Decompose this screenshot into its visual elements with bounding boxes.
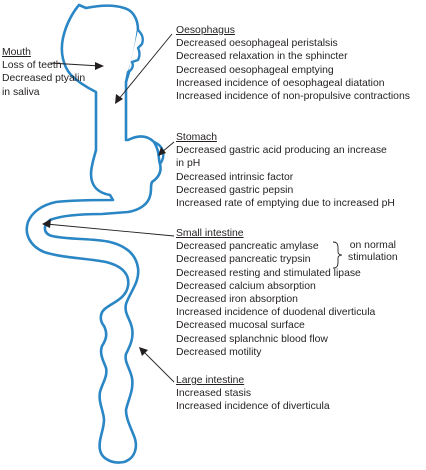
mouth-arrow-line xyxy=(49,62,101,67)
oesophagus-heading: Oesophagus xyxy=(176,25,235,36)
small-intestine-heading: Small intestine xyxy=(176,228,244,239)
small-intestine-arrow-line xyxy=(45,223,175,237)
oesophagus-item: Decreased relaxation in the sphincter xyxy=(176,51,348,63)
mouth-group: Mouth Loss of teeth Decreased ptyalin in… xyxy=(2,46,85,99)
oesophagus-item: Decreased oesophageal emptying xyxy=(176,64,334,76)
large-intestine-item: Increased incidence of diverticula xyxy=(176,401,330,413)
small-intestine-item: Decreased calcium absorption xyxy=(176,280,316,292)
small-intestine-item: Increased incidence of duodenal divertic… xyxy=(176,307,376,319)
small-intestine-item: Decreased iron absorption xyxy=(176,294,298,306)
brace-note-line: on normal xyxy=(349,240,396,251)
large-intestine-group: Large intestine Increased stasis Increas… xyxy=(176,374,330,414)
small-intestine-arrowhead xyxy=(42,219,51,228)
large-intestine-arrowhead xyxy=(139,347,148,356)
brace-note: on normal stimulation xyxy=(348,240,398,264)
stomach-group: Stomach Decreased gastric acid producing… xyxy=(176,131,395,210)
oesophagus-item: Decreased oesophageal peristalsis xyxy=(176,38,338,50)
oesophagus-arrow-line xyxy=(117,33,173,101)
mouth-heading: Mouth xyxy=(2,47,31,58)
oesophagus-group: Oesophagus Decreased oesophageal perista… xyxy=(176,24,410,103)
brace-note-line: stimulation xyxy=(348,252,398,263)
stomach-item: Decreased gastric pepsin xyxy=(176,184,294,196)
stomach-heading: Stomach xyxy=(176,132,218,143)
small-intestine-item: Decreased pancreatic amylase xyxy=(176,241,319,253)
stomach-item: Decreased gastric acid producing an incr… xyxy=(176,145,387,157)
oesophagus-item: Increased incidence of oesophageal diata… xyxy=(176,77,385,89)
stomach-item: Increased rate of emptying due to increa… xyxy=(176,198,395,210)
head-and-tract-left-outline xyxy=(25,3,162,464)
brace xyxy=(332,241,343,269)
mouth-item: Loss of teeth xyxy=(2,60,62,72)
stomach-item: in pH xyxy=(176,158,201,170)
small-intestine-item: Decreased splanchnic blood flow xyxy=(176,333,328,345)
large-intestine-heading: Large intestine xyxy=(176,375,245,386)
stomach-arrowhead xyxy=(158,147,166,156)
small-intestine-group: Small intestine Decreased pancreatic amy… xyxy=(176,227,375,359)
small-intestine-item: Decreased resting and stimulated lipase xyxy=(176,267,361,279)
large-intestine-item: Increased stasis xyxy=(176,388,252,400)
face-profile xyxy=(124,29,144,83)
oesophagus-arrowhead xyxy=(115,94,123,104)
stomach-arrow-line xyxy=(161,141,175,153)
small-intestine-item: Decreased motility xyxy=(176,346,262,358)
stomach-item: Decreased intrinsic factor xyxy=(176,171,294,183)
mouth-item: in saliva xyxy=(2,86,40,98)
large-intestine-arrow-line xyxy=(141,349,175,383)
small-intestine-item: Decreased pancreatic trypsin xyxy=(176,254,311,266)
mouth-arrowhead xyxy=(95,62,104,70)
oesophagus-item: Increased incidence of non-propulsive co… xyxy=(176,91,410,103)
mouth-item: Decreased ptyalin xyxy=(2,73,86,85)
small-intestine-item: Decreased mucosal surface xyxy=(176,320,305,332)
